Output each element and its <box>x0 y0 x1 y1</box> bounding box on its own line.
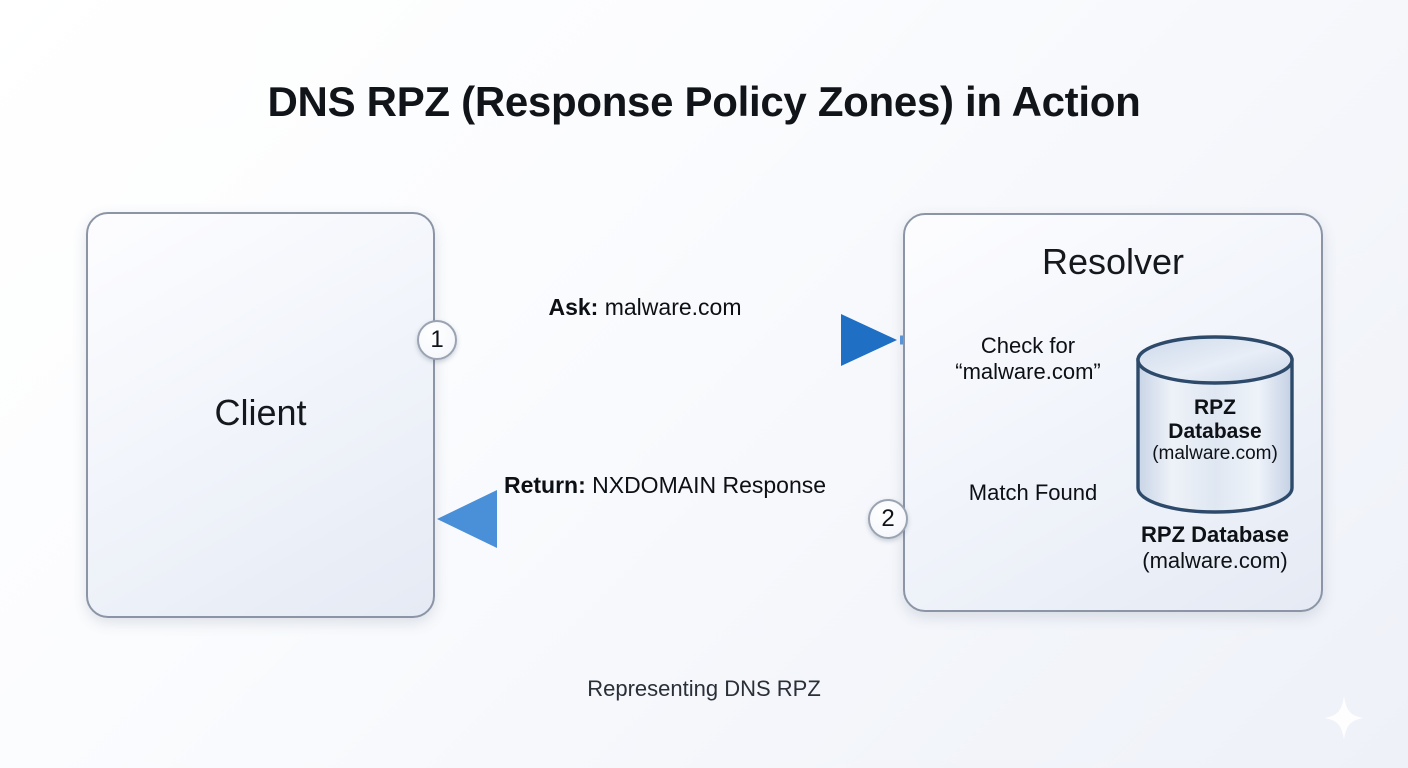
db-inner-line-3: (malware.com) <box>1152 443 1278 465</box>
db-caption-line-1: RPZ Database <box>1141 522 1289 547</box>
client-node[interactable] <box>86 212 435 618</box>
match-flow-label: Match Found <box>968 480 1098 505</box>
db-inner-line-1: RPZ <box>1194 396 1236 419</box>
return-flow-prefix: Return: <box>503 472 586 498</box>
sparkle-icon <box>1324 696 1364 740</box>
footer-caption: Representing DNS RPZ <box>587 676 821 701</box>
rpz-database-caption: RPZ Database (malware.com) <box>1100 522 1330 574</box>
ask-flow-value: malware.com <box>598 294 742 320</box>
ask-flow-prefix: Ask: <box>548 294 599 320</box>
client-label: Client <box>214 392 307 433</box>
resolver-label: Resolver <box>1041 241 1185 282</box>
check-flow-line-2: “malware.com” <box>955 359 1101 385</box>
page-title: DNS RPZ (Response Policy Zones) in Actio… <box>267 78 1141 125</box>
check-flow-line-1: Check for <box>980 333 1076 358</box>
return-flow-label: Return: NXDOMAIN Response <box>440 472 890 499</box>
return-flow-value: NXDOMAIN Response <box>585 472 827 498</box>
step-badge-2[interactable]: 2 <box>868 499 908 539</box>
step-badge-1[interactable]: 1 <box>417 320 457 360</box>
db-inner-line-2: Database <box>1168 419 1262 443</box>
rpz-database-inner-text: RPZ Database (malware.com) <box>1135 396 1295 465</box>
check-flow-label: Check for “malware.com” <box>938 333 1118 386</box>
rpz-database-cylinder[interactable] <box>1135 335 1295 514</box>
ask-flow-label: Ask: malware.com <box>440 294 850 321</box>
db-caption-line-2: (malware.com) <box>1142 547 1288 573</box>
arrow-ask-flow <box>437 314 897 366</box>
